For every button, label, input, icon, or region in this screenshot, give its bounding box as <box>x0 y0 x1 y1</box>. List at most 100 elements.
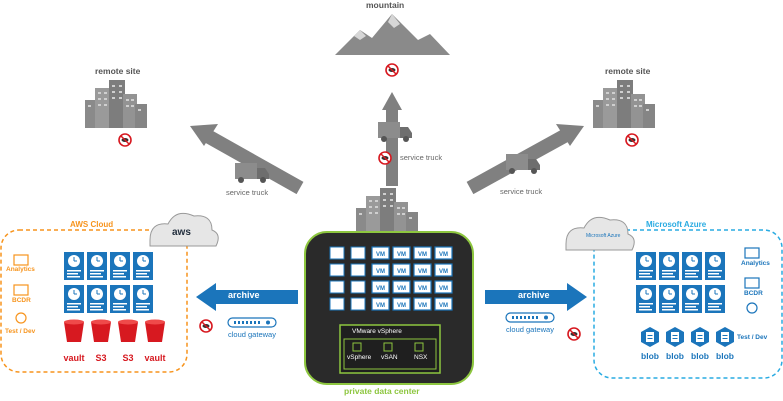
no-visibility-icon-right-gateway <box>567 327 581 341</box>
snapshot-tile <box>635 251 657 281</box>
aws-test-dev-label: Test / Dev <box>5 328 36 335</box>
vm-tile: VM <box>413 263 432 277</box>
snapshot-tile <box>704 284 726 314</box>
vsphere-icon <box>352 342 362 352</box>
no-visibility-icon-left-gateway <box>199 319 213 333</box>
folder-icon <box>329 280 345 294</box>
bucket-icon <box>64 319 84 342</box>
aws-snapshot-grid <box>63 251 154 314</box>
azure-test-dev-label: Test / Dev <box>737 334 768 341</box>
svg-text:VM: VM <box>397 269 406 275</box>
vm-tile: VM <box>434 297 453 311</box>
snapshot-tile <box>704 251 726 281</box>
aws-storage-row: vault S3 S3 vault <box>63 319 166 363</box>
archive-right-label: archive <box>518 290 550 300</box>
snapshot-tile <box>86 251 108 281</box>
archive-arrow-right <box>485 283 587 311</box>
aws-analytics-label: Analytics <box>6 266 35 273</box>
snapshot-tile <box>681 251 703 281</box>
azure-bcdr-label: BCDR <box>744 290 763 297</box>
storage-label: S3 <box>95 353 106 363</box>
analytics-icon <box>744 247 760 259</box>
vm-tile: VM <box>371 246 390 260</box>
file-icon <box>350 263 366 277</box>
vm-tile: VM <box>392 297 411 311</box>
data-center-workload-grid: VM VM VM VM VM VM VM VM VM VM VM VM VM VM VM VM <box>329 246 453 311</box>
svg-text:VM: VM <box>418 252 427 258</box>
no-visibility-icon-left-site <box>118 133 132 147</box>
archive-left-label: archive <box>228 290 260 300</box>
no-visibility-icon-mountain <box>385 63 399 77</box>
svg-text:VM: VM <box>376 252 385 258</box>
vsan-icon <box>383 342 393 352</box>
azure-title: Microsoft Azure <box>646 220 707 229</box>
cloud-gateway-left-label: cloud gateway <box>228 330 276 339</box>
azure-cloud-box <box>593 229 783 379</box>
folder-icon <box>329 246 345 260</box>
blob-icon <box>641 327 659 347</box>
no-visibility-icon-right-site <box>625 133 639 147</box>
vm-tile: VM <box>392 280 411 294</box>
vm-tile: VM <box>434 280 453 294</box>
vsphere-panel <box>339 324 441 374</box>
aws-bcdr-label: BCDR <box>12 297 31 304</box>
azure-analytics-label: Analytics <box>741 260 770 267</box>
service-truck-left-label: service truck <box>226 188 269 197</box>
vsphere-component-label: vSphere <box>347 354 372 361</box>
folder-icon <box>329 263 345 277</box>
vm-tile: VM <box>434 246 453 260</box>
snapshot-tile <box>681 284 703 314</box>
service-truck-center-label: service truck <box>400 153 443 162</box>
file-icon <box>350 280 366 294</box>
azure-cloud-logo-icon <box>565 216 635 251</box>
azure-side-icons <box>744 247 760 314</box>
svg-text:VM: VM <box>418 303 427 309</box>
remote-site-left-label: remote site <box>95 66 141 76</box>
svg-text:VM: VM <box>418 286 427 292</box>
bucket-icon <box>118 319 138 342</box>
blob-icon <box>691 327 709 347</box>
vm-tile: VM <box>392 246 411 260</box>
snapshot-tile <box>109 251 131 281</box>
data-center-building-icon <box>356 188 418 236</box>
svg-text:VM: VM <box>418 269 427 275</box>
cloud-gateway-left-icon <box>227 317 277 328</box>
svg-text:VM: VM <box>439 252 448 258</box>
svg-text:VM: VM <box>376 286 385 292</box>
svg-text:VM: VM <box>397 252 406 258</box>
azure-logo-text: Microsoft Azure <box>586 233 621 239</box>
remote-site-left-building-icon <box>85 80 147 128</box>
cloud-gateway-right-label: cloud gateway <box>506 325 554 334</box>
svg-text:VM: VM <box>439 269 448 275</box>
private-data-center-label: private data center <box>344 386 420 396</box>
svg-text:VM: VM <box>376 303 385 309</box>
storage-label: blob <box>691 351 709 361</box>
bcdr-icon <box>744 277 760 289</box>
bcdr-icon <box>13 284 29 296</box>
archive-arrow-left <box>196 283 298 311</box>
storage-label: vault <box>63 353 84 363</box>
arrow-to-left-site <box>190 124 304 195</box>
vm-tile: VM <box>413 297 432 311</box>
no-visibility-icon-center-truck <box>378 151 392 165</box>
bucket-icon <box>91 319 111 342</box>
vm-tile: VM <box>413 280 432 294</box>
file-icon <box>350 246 366 260</box>
snapshot-tile <box>109 284 131 314</box>
storage-label: vault <box>144 353 165 363</box>
snapshot-tile <box>635 284 657 314</box>
nsx-component-label: NSX <box>414 354 428 361</box>
storage-label: S3 <box>122 353 133 363</box>
analytics-icon <box>13 254 29 266</box>
vm-tile: VM <box>371 280 390 294</box>
snapshot-tile <box>132 251 154 281</box>
mountain-icon <box>335 14 450 55</box>
gear-icon <box>746 302 758 314</box>
blob-icon <box>716 327 734 347</box>
vm-tile: VM <box>371 263 390 277</box>
vm-tile: VM <box>371 297 390 311</box>
vm-tile: VM <box>392 263 411 277</box>
svg-text:VM: VM <box>397 286 406 292</box>
aws-logo-text: aws <box>172 227 191 238</box>
